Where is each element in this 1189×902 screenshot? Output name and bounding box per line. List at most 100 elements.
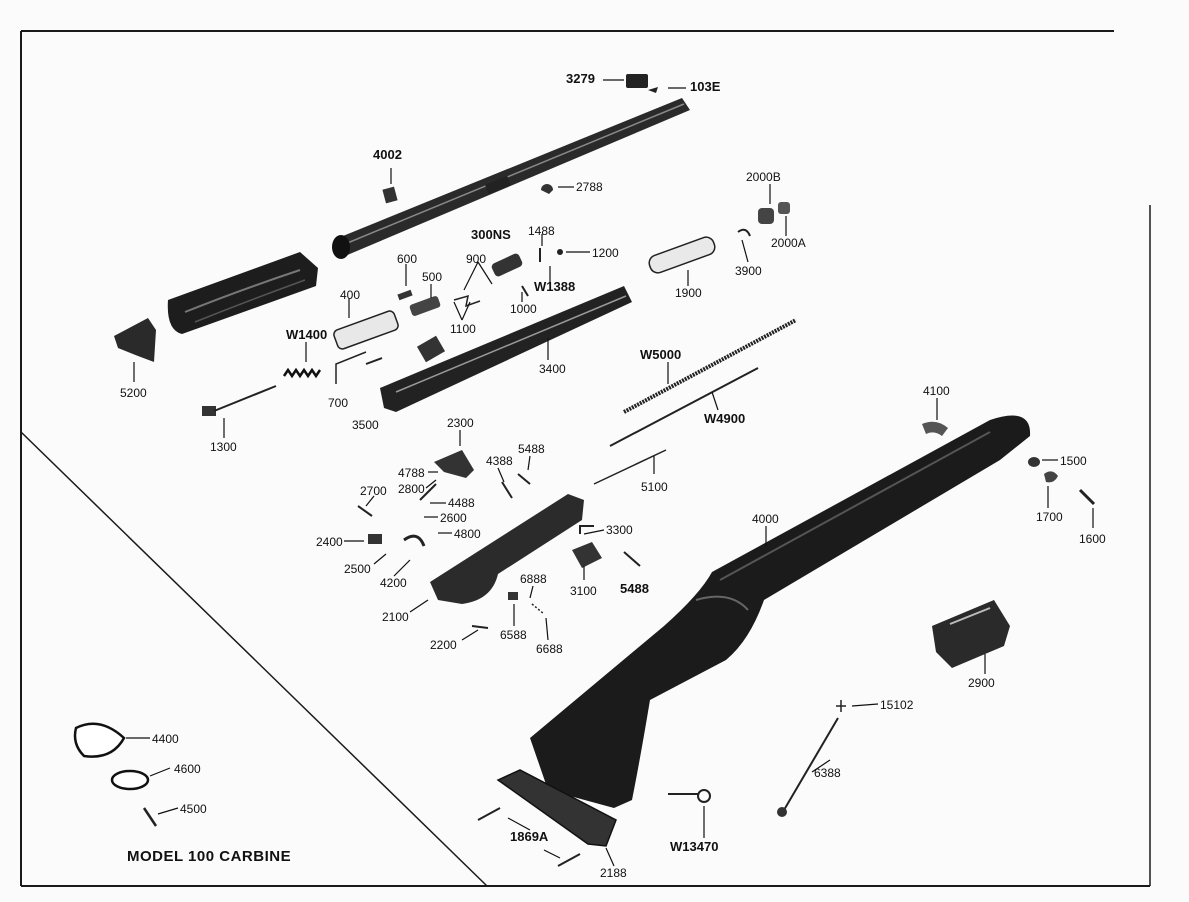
part-label-p2300: 2300 [447,416,474,430]
part-label-p2000a: 2000A [771,236,806,250]
part-label-p3500: 3500 [352,418,379,432]
hammer-2300 [434,450,474,478]
part-label-p1200: 1200 [592,246,619,260]
swivel-band-4400 [73,722,126,758]
part-label-p5488b: 5488 [620,581,649,596]
part-label-p1900: 1900 [675,286,702,300]
pin-2700 [357,505,373,517]
part-label-p4400: 4400 [152,732,179,746]
part-label-p3100: 3100 [570,584,597,598]
part-label-p5100: 5100 [641,480,668,494]
leader-lines [126,79,1094,867]
screw-1869a-top [477,807,501,821]
part-label-p3300: 3300 [606,523,633,537]
pin-6688 [531,603,545,615]
swivel-1700 [1044,471,1058,483]
page-frame [20,30,1151,887]
screw-6588 [508,592,518,600]
part-label-p4788: 4788 [398,466,425,480]
part-label-pw1388: W1388 [534,279,576,294]
screw-1600 [1078,488,1096,506]
rear-sight-4002 [382,186,398,204]
asterisk-15102 [836,700,846,712]
latch-3100 [572,542,602,568]
part-label-p6588: 6588 [500,628,527,642]
forend-cap-5200 [114,318,156,362]
part-label-p5488a: 5488 [518,442,545,456]
sight-screw-2788 [541,184,553,194]
part-label-p6388: 6388 [814,766,841,780]
part-label-p3900: 3900 [735,264,762,278]
gas-piston-300ns [491,253,523,277]
pin-1000 [521,285,529,297]
part-label-p2600: 2600 [440,511,467,525]
part-label-p5200: 5200 [120,386,147,400]
part-label-p2900: 2900 [968,676,995,690]
ring-3900 [737,228,751,237]
butt-plate-2188 [496,769,617,847]
trigger-guard-2100 [430,494,584,604]
part-label-p900: 900 [466,252,487,266]
sear-2400 [368,534,382,544]
part-label-pw1400: W1400 [286,327,328,342]
part-label-pw13470: W13470 [670,839,719,854]
part-label-p2800: 2800 [398,482,425,496]
part-label-p103e: 103E [690,79,721,94]
part-label-p300ns: 300NS [471,227,511,242]
grip-cap-4100 [922,421,948,436]
detent-1200 [557,249,563,255]
sling-swivel-loop [697,789,711,803]
part-label-p1488: 1488 [528,224,555,238]
part-label-p2700: 2700 [360,484,387,498]
screw-1869a-bottom [557,853,581,867]
part-label-p4200: 4200 [380,576,407,590]
part-label-p1100: 1100 [450,322,476,336]
rod-w4900 [609,367,759,447]
link-700 [335,351,367,384]
part-label-p4500: 4500 [180,802,207,816]
spring-clip-900 [453,294,481,308]
forend-part [167,252,318,334]
part-label-p2200: 2200 [430,638,457,652]
spring-w5000 [623,318,797,414]
swivel-screw-4500 [142,807,158,827]
part-label-p2100: 2100 [382,610,409,624]
part-label-p4388: 4388 [486,454,513,468]
magazine-2900 [932,600,1010,668]
part-label-p3279: 3279 [566,71,595,86]
front-sight-3279 [626,74,648,88]
part-label-p4600: 4600 [174,762,201,776]
part-label-p1600: 1600 [1079,532,1106,546]
part-label-pw5000: W5000 [640,347,682,362]
cleaning-rod-6388 [783,717,839,811]
pin-600 [397,289,413,301]
sight-insert-103e [648,87,658,93]
pin-3500 [365,357,383,365]
pin-4388 [501,481,513,499]
spring-2800 [419,483,437,501]
part-label-pw4900: W4900 [704,411,746,426]
part-label-p4002: 4002 [373,147,402,162]
stock-4000 [530,415,1031,808]
part-label-p700: 700 [328,396,349,410]
bolt-carrier-3400 [380,286,632,412]
part-label-p1500: 1500 [1060,454,1087,468]
part-label-p3400: 3400 [539,362,566,376]
nut-2000b [758,202,790,224]
pin-5100 [593,449,667,485]
link-500 [409,296,441,316]
part-label-p4800: 4800 [454,527,481,541]
part-label-p1700: 1700 [1036,510,1063,524]
part-label-p15102: 15102 [880,698,914,712]
part-label-p6888: 6888 [520,572,547,586]
bracket-3300 [579,525,594,534]
gas-cylinder-1900 [648,236,716,274]
pin-5488a [517,473,531,485]
part-label-p500: 500 [422,270,443,284]
part-label-p1869a: 1869A [510,829,549,844]
part-label-p2500: 2500 [344,562,371,576]
screw-2200 [471,625,489,629]
part-label-p600: 600 [397,252,418,266]
